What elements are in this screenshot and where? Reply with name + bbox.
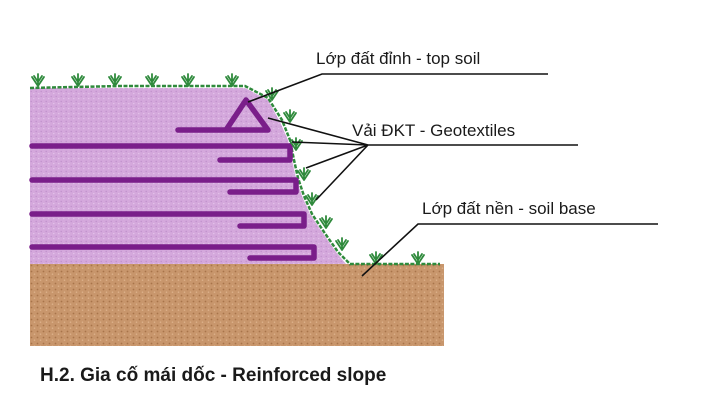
geotextile-layer-1 bbox=[175, 97, 271, 133]
geotextile-layer-5 bbox=[29, 244, 317, 261]
grass-tuft-icon bbox=[335, 237, 349, 251]
figure-caption: H.2. Gia cố mái dốc - Reinforced slope bbox=[40, 365, 386, 386]
geotextile-layer-3 bbox=[29, 177, 299, 195]
grass-tuft-icon bbox=[411, 251, 425, 265]
geotextile-layers bbox=[29, 97, 317, 261]
grass-tuft-icon bbox=[283, 109, 297, 123]
top-soil-surface bbox=[29, 84, 440, 266]
geotextile-layer-4 bbox=[29, 211, 307, 229]
grass-tuft-icon bbox=[319, 215, 333, 229]
grass-tuft-icon bbox=[181, 73, 195, 87]
soil-base-layer bbox=[30, 264, 444, 346]
grass-tuft-icon bbox=[31, 73, 45, 87]
grass-tuft-icon bbox=[289, 137, 303, 151]
grass-tuft-icon bbox=[305, 192, 319, 206]
soil-base-label: Lớp đất nền - soil base bbox=[422, 199, 596, 218]
grass-tuft-icon bbox=[225, 73, 239, 87]
grass-tuft-icon bbox=[71, 73, 85, 87]
grass-tuft-icon bbox=[265, 87, 279, 101]
soil-base-leader bbox=[361, 223, 658, 277]
grass-tuft-icon bbox=[108, 73, 122, 87]
grass-tufts bbox=[31, 73, 425, 265]
top-soil-leader bbox=[247, 73, 548, 103]
leader-lines bbox=[247, 73, 658, 277]
grass-tuft-icon bbox=[297, 167, 311, 181]
top-soil-label: Lớp đất đỉnh - top soil bbox=[316, 49, 480, 68]
geotextiles-leader bbox=[267, 117, 578, 201]
geotextiles-label: Vải ĐKT - Geotextiles bbox=[352, 121, 515, 140]
geotextile-layer-2 bbox=[29, 143, 293, 163]
grass-tuft-icon bbox=[145, 73, 159, 87]
